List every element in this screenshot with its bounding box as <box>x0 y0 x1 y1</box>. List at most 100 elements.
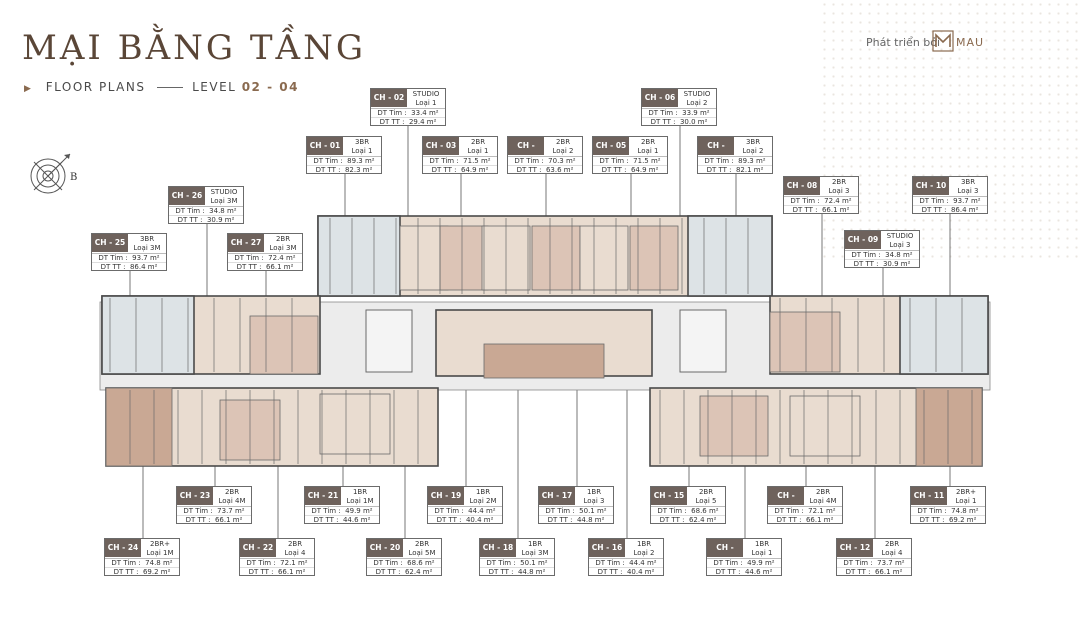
top-wing-unit <box>579 225 629 291</box>
unit-class: Loại 5M <box>408 548 436 557</box>
unit-tim-value: 49.9 m² <box>345 507 373 515</box>
unit-class: Loại 1 <box>351 146 373 155</box>
unit-tim-value: 72.1 m² <box>808 507 836 515</box>
unit-class: Loại 3 <box>889 240 911 249</box>
unit-ch-21 <box>319 393 391 455</box>
unit-type: 2BR+ <box>956 488 976 496</box>
top-wing-unit <box>629 225 679 291</box>
unit-area-tim: DT Tim : 72.1 m² <box>240 558 314 568</box>
subtitle-level-label: LEVEL <box>192 80 237 94</box>
unit-tt-value: 66.1 m² <box>265 263 294 271</box>
unit-class: Loại 4 <box>881 548 903 557</box>
unit-id: CH - 22 <box>240 539 276 557</box>
unit-area-tt: DT TT : 62.4 m² <box>651 515 725 525</box>
compass-letter: B <box>70 172 77 183</box>
page-title: MẠI BẰNG TẦNG <box>22 28 367 68</box>
unit-area-tt: DT TT : 69.2 m² <box>105 567 179 577</box>
unit-id: CH - 20 <box>367 539 403 557</box>
unit-area-tim: DT Tim : 73.7 m² <box>177 506 251 516</box>
unit-tt-value: 86.4 m² <box>950 206 979 214</box>
unit-class: Loại 1 <box>467 146 489 155</box>
unit-class: Loại 3 <box>828 186 850 195</box>
unit-area-tim: DT Tim : 50.1 m² <box>539 506 613 516</box>
unit-class: Loại 4M <box>809 496 837 505</box>
unit-type: 1BR <box>475 488 491 496</box>
unit-type: 2BR <box>414 540 430 548</box>
unit-area-tt: DT TT : 44.8 m² <box>539 515 613 525</box>
unit-class: Loại 2 <box>552 146 574 155</box>
unit-area-tt: DT TT : 66.1 m² <box>228 262 302 272</box>
unit-tt-value: 82.1 m² <box>735 166 764 174</box>
unit-area-tt: DT TT : 66.1 m² <box>240 567 314 577</box>
unit-class: Loại 1 <box>637 146 659 155</box>
unit-tim-value: 33.4 m² <box>411 109 439 117</box>
unit-area-tt: DT TT : 82.1 m² <box>698 165 772 175</box>
subtitle-divider <box>156 87 183 88</box>
unit-class: Loại 3M <box>210 196 238 205</box>
unit-ch-11 <box>915 387 983 467</box>
unit-type: 1BR <box>352 488 368 496</box>
unit-ch-15 <box>699 395 769 457</box>
unit-area-tim: DT Tim : 49.9 m² <box>305 506 379 516</box>
unit-area-tt: DT TT : 66.1 m² <box>784 205 858 215</box>
unit-id: CH - 10 <box>913 177 949 195</box>
unit-class: Loại 2 <box>686 98 708 107</box>
unit-tt-value: 86.4 m² <box>129 263 158 271</box>
unit-tt-value: 69.2 m² <box>948 516 977 524</box>
unit-tim-value: 73.7 m² <box>217 507 245 515</box>
unit-area-tim: DT Tim : 34.8 m² <box>845 250 919 260</box>
unit-tt-value: 64.9 m² <box>630 166 659 174</box>
unit-id: CH - 15 <box>651 487 687 505</box>
unit-class: Loại 2 <box>742 146 764 155</box>
unit-type: 2BR <box>470 138 486 146</box>
unit-class: Loại 3 <box>583 496 605 505</box>
unit-class: Loại 4 <box>284 548 306 557</box>
unit-tim-value: 72.1 m² <box>280 559 308 567</box>
unit-tim-value: 34.8 m² <box>885 251 913 259</box>
unit-area-tim: DT Tim : 72.4 m² <box>784 196 858 206</box>
unit-class: Loại 2M <box>469 496 497 505</box>
unit-area-tim: DT Tim : 74.8 m² <box>911 506 985 516</box>
unit-class: Loại 3M <box>521 548 549 557</box>
unit-id: CH - 02 <box>371 89 407 107</box>
unit-tim-value: 71.5 m² <box>463 157 491 165</box>
unit-id: CH - 12A <box>768 487 804 518</box>
unit-area-tt: DT TT : 66.1 m² <box>837 567 911 577</box>
unit-area-tim: DT Tim : 71.5 m² <box>423 156 497 166</box>
unit-type: 2BR <box>224 488 240 496</box>
stair-right <box>679 309 727 373</box>
unit-ch-12a <box>789 395 861 457</box>
unit-area-tt: DT TT : 40.4 m² <box>428 515 502 525</box>
unit-type: 1BR <box>527 540 543 548</box>
subtitle-level-value: 02 - 04 <box>241 80 299 94</box>
unit-type: STUDIO <box>210 188 238 196</box>
unit-id: CH - 08 <box>784 177 820 195</box>
unit-type: 2BR+ <box>150 540 170 548</box>
unit-area-tt: DT TT : 82.3 m² <box>307 165 381 175</box>
unit-area-tim: DT Tim : 49.9 m² <box>707 558 781 568</box>
unit-ch-25 <box>101 295 195 375</box>
unit-id: CH - 25 <box>92 234 128 252</box>
unit-ch-24 <box>105 387 173 467</box>
unit-tt-value: 40.4 m² <box>465 516 494 524</box>
compass-icon: B <box>30 153 77 194</box>
